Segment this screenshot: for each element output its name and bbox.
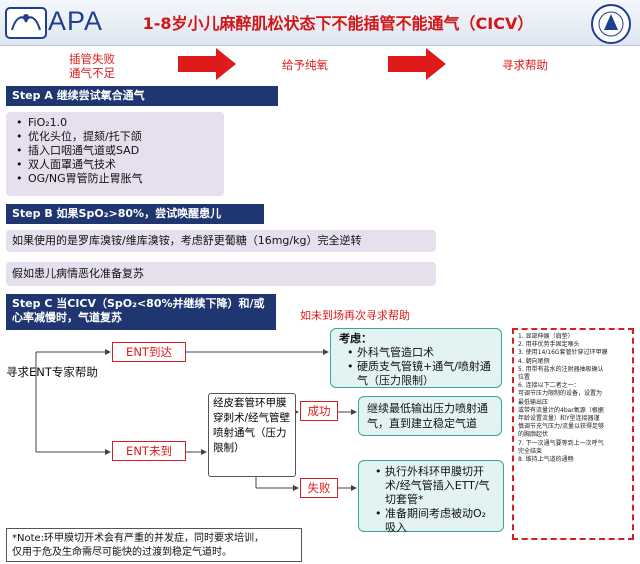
step-a-title: Step A 继续尝试氧合通气 xyxy=(6,86,278,106)
step-a-item: 双人面罩通气技术 xyxy=(16,158,224,172)
apa-logo-text: APA xyxy=(48,6,104,36)
header-bar xyxy=(0,0,640,46)
step-b-resuscitation-text: 假如患儿病情恶化准备复苏 xyxy=(6,262,436,286)
ent-arrived-node: ENT到达 xyxy=(112,342,186,362)
procedure-step-line: 最低输出压 xyxy=(518,398,549,406)
procedure-step-line: 4. 朝向尾侧 xyxy=(518,357,550,365)
consider-box: 考虑： 外科气管造口术 硬质支气管镜+通气/喷射通气（压力限制） xyxy=(330,328,502,388)
failure-item: 准备期间考虑被动O₂吸入 xyxy=(375,507,495,535)
procedure-step-line: 的胸廓起伏 xyxy=(518,431,549,439)
procedure-step-line: 可调节压力限制的设备，设置为 xyxy=(518,390,603,398)
procedure-step-line: 位置 xyxy=(518,374,531,382)
step-a-item: 优化头位，提颏/托下颌 xyxy=(16,130,224,144)
flow-stage-pure-oxygen: 给予纯氧 xyxy=(282,58,328,72)
step-a-item: OG/NG胃管防止胃胀气 xyxy=(16,172,224,186)
procedure-steps-box: 1. 显部伸展（肩垫） 2. 用非优势手固定喉头 3. 使用14/16G套管针穿… xyxy=(512,328,634,540)
consider-item: 硬质支气管镜+通气/喷射通气（压力限制） xyxy=(347,360,493,388)
step-c-title: Step C 当CICV（SpO₂<80%并继续下降）和/或 心率减慢时，气道复… xyxy=(6,294,276,330)
procedure-step-line: 年龄设置流量）和Y型连接器谨 xyxy=(518,415,600,423)
procedure-step-line: 完全结束 xyxy=(518,447,543,455)
seek-ent-help: 寻求ENT专家帮助 xyxy=(6,365,98,379)
failure-action-box: 执行外科环甲膜切开术/经气管插入ETT/气切套管* 准备期间考虑被动O₂吸入 xyxy=(358,460,504,535)
success-node: 成功 xyxy=(300,401,338,421)
procedure-step-line: 1. 显部伸展（肩垫） xyxy=(518,333,574,340)
page-title: 1-8岁小儿麻醉肌松状态下不能插管不能通气（CICV） xyxy=(142,14,534,33)
society-seal-icon xyxy=(591,4,631,44)
success-action-box: 继续最低输出压力喷射通气，直到建立稳定气道 xyxy=(358,396,502,436)
consider-title: 考虑： xyxy=(339,332,372,345)
procedure-step-line: 2. 用非优势手固定喉头 xyxy=(518,341,580,349)
procedure-step-line: 5. 用带有盐水的注射器抽吸确认 xyxy=(518,365,604,373)
procedure-step-line: 或带有流量计的4bar氧源（根据 xyxy=(518,406,604,414)
flow-arrow-2-icon xyxy=(388,48,446,80)
failure-node: 失败 xyxy=(300,478,338,498)
step-a-item: 插入口咽通气道或SAD xyxy=(16,144,224,158)
step-b-reversal-text: 如果使用的是罗库溴铵/维库溴铵，考虑舒更葡糖（16mg/kg）完全逆转 xyxy=(6,230,436,252)
procedure-step-line: 慎调节充气压力/流量以获得足够 xyxy=(518,423,605,431)
procedure-step-line: 3. 使用14/16G套管针穿过环甲膜 xyxy=(518,349,608,357)
cannula-procedure-box: 经皮套管环甲膜穿刺术/经气管壁喷射通气（压力限制） xyxy=(208,393,296,477)
step-a-list: FiO₂1.0 优化头位，提颏/托下颌 插入口咽通气道或SAD 双人面罩通气技术… xyxy=(6,112,224,196)
flow-stage-seek-help: 寻求帮助 xyxy=(502,58,548,72)
failure-item: 执行外科环甲膜切开术/经气管插入ETT/气切套管* xyxy=(375,465,495,507)
recall-help-text: 如未到场再次寻求帮助 xyxy=(300,309,410,322)
step-b-title: Step B 如果SpO₂>80%，尝试唤醒患儿 xyxy=(6,204,264,224)
procedure-step-line: 7. 下一次通气要等到上一次呼气 xyxy=(518,439,604,447)
apa-logo-icon xyxy=(5,7,47,39)
procedure-step-line: 8. 维持上气道的通畅 xyxy=(518,456,574,464)
procedure-step-line: 6. 连接以下二者之一： xyxy=(518,382,580,390)
consider-item: 外科气管造口术 xyxy=(347,346,493,360)
ent-not-arrived-node: ENT未到 xyxy=(112,441,186,461)
footnote: *Note:环甲膜切开术会有严重的并发症，同时要求培训， 仅用于危及生命需尽可能… xyxy=(6,528,302,562)
flow-stage-intubation-failure: 插管失败 通气不足 xyxy=(69,52,115,80)
step-a-item: FiO₂1.0 xyxy=(16,116,224,130)
flow-arrow-1-icon xyxy=(178,48,236,80)
